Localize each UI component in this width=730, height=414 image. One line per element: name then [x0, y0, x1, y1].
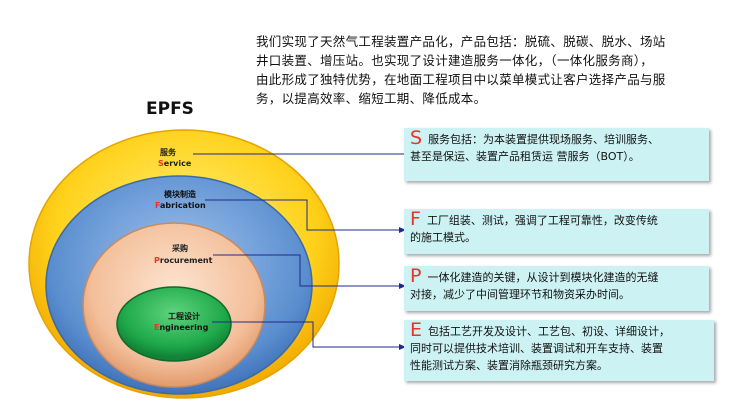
box-text: 工厂组装、测试，强调了工程可靠性，改变传统	[426, 214, 658, 227]
box-letter: E	[410, 319, 423, 341]
box-letter: S	[410, 127, 423, 149]
box-first-line: E 包括工艺开发及设计、工艺包、初设、详细设计，	[410, 319, 708, 341]
diagram-title: EPFS	[146, 99, 194, 119]
box-line: 的施工模式。	[410, 231, 476, 244]
box-line: 甚至是保运、装置产品租赁运 营服务（BOT）。	[410, 150, 640, 163]
intro-line: 井口装置、增压站。也实现了设计建造服务一体化，（一体化服务商），	[256, 53, 654, 68]
layer-label-engineering-en: Engineering	[154, 323, 209, 332]
layer-label-service-en: Service	[158, 159, 192, 168]
box-line: 对接，减少了中间管理环节和物资采办时间。	[410, 288, 630, 301]
layer-label-procurement-cn: 采购	[171, 243, 188, 253]
box-line: 同时可以提供技术培训、装置调试和开车支持、装置	[410, 342, 663, 355]
layer-label-fabrication-cn: 模块制造	[164, 189, 196, 199]
layer-label-engineering-cn: 工程设计	[168, 311, 200, 321]
box-first-line: F 工厂组装、测试，强调了工程可靠性，改变传统	[410, 208, 703, 230]
box-first-line: P 一体化建造的关键，从设计到模块化建造的无缝	[410, 265, 703, 287]
engineering-description-box: E 包括工艺开发及设计、工艺包、初设、详细设计， 同时可以提供技术培训、装置调试和…	[404, 320, 714, 381]
connector-fabrication	[205, 199, 402, 231]
box-text: 包括工艺开发及设计、工艺包、初设、详细设计，	[428, 325, 671, 338]
box-letter: P	[410, 265, 422, 287]
box-text: 一体化建造的关键，从设计到模块化建造的无缝	[427, 271, 659, 284]
box-letter: F	[410, 208, 421, 230]
box-text: 服务包括：为本装置提供现场服务、培训服务、	[428, 133, 660, 146]
intro-paragraph: 我们实现了天然气工程装置产品化，产品包括：脱硫、脱碳、脱水、场站 井口装置、增压…	[256, 32, 716, 108]
intro-line: 务，以提高效率、缩短工期、降低成本。	[256, 91, 487, 106]
service-description-box: S 服务包括：为本装置提供现场服务、培训服务、 甚至是保运、装置产品租赁运 营服务…	[404, 128, 709, 181]
engineering-layer	[116, 286, 232, 362]
box-line: 性能测试方案、装置消除瓶颈研究方案。	[410, 359, 608, 372]
intro-line: 我们实现了天然气工程装置产品化，产品包括：脱硫、脱碳、脱水、场站	[256, 34, 666, 49]
connector-procurement	[213, 254, 402, 287]
procurement-description-box: P 一体化建造的关键，从设计到模块化建造的无缝 对接，减少了中间管理环节和物资采办…	[404, 266, 709, 311]
layer-label-procurement-en: Procurement	[154, 256, 213, 265]
arrowhead-engineering	[399, 344, 406, 350]
intro-line: 由此形成了独特优势，在地面工程项目中以菜单模式让客户选择产品与服	[256, 72, 666, 87]
connector-engineering	[212, 321, 402, 348]
arrowhead-fabrication	[399, 227, 406, 233]
layer-label-fabrication-en: Fabrication	[155, 201, 206, 210]
layer-label-service-cn: 服务	[160, 147, 177, 157]
box-first-line: S 服务包括：为本装置提供现场服务、培训服务、	[410, 127, 703, 149]
arrowhead-procurement	[399, 283, 406, 289]
fabrication-description-box: F 工厂组装、测试，强调了工程可靠性，改变传统 的施工模式。	[404, 209, 709, 254]
